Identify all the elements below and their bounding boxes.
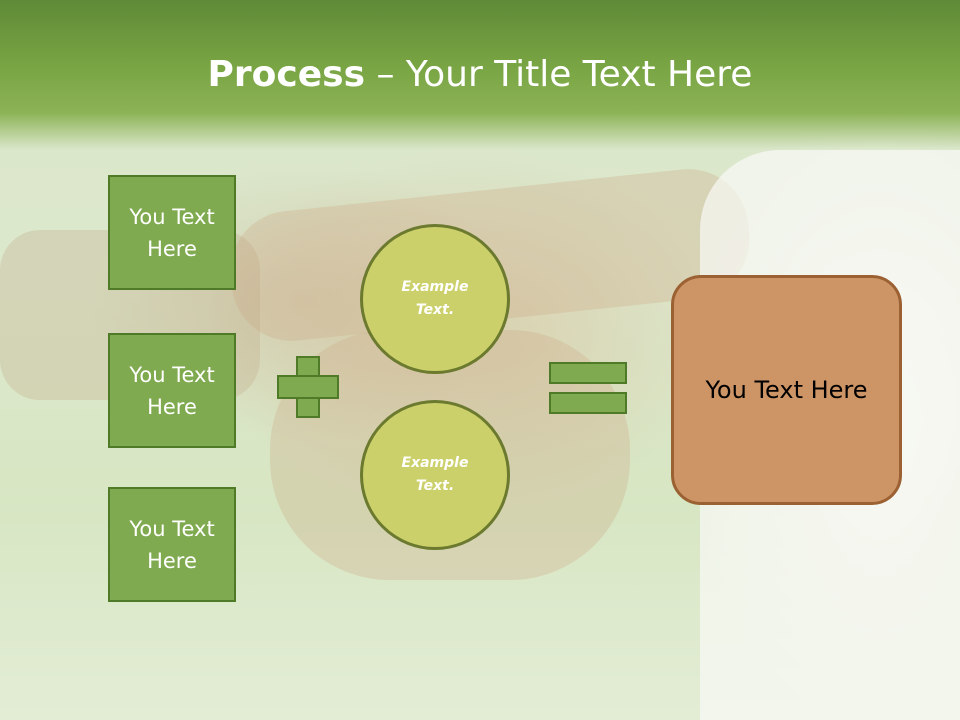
input-box-2-label: You Text Here [129,362,215,419]
input-box-1-label: You Text Here [129,204,215,261]
equals-icon-bottom [549,392,627,414]
input-box-3-label: You Text Here [129,516,215,573]
equals-icon-top [549,362,627,384]
example-circle-1-label: Example Text. [401,279,469,318]
title-banner [0,0,960,150]
plus-icon-center [298,377,318,397]
result-box: You Text Here [671,275,902,505]
input-box-2: You Text Here [108,333,236,448]
title-rest: – Your Title Text Here [365,54,753,95]
example-circle-1: Example Text. [360,224,510,374]
page-title: Process – Your Title Text Here [0,48,960,102]
example-circle-2: Example Text. [360,400,510,550]
title-bold: Process [207,54,366,95]
result-box-label: You Text Here [705,376,868,404]
input-box-3: You Text Here [108,487,236,602]
input-box-1: You Text Here [108,175,236,290]
example-circle-2-label: Example Text. [401,455,469,494]
